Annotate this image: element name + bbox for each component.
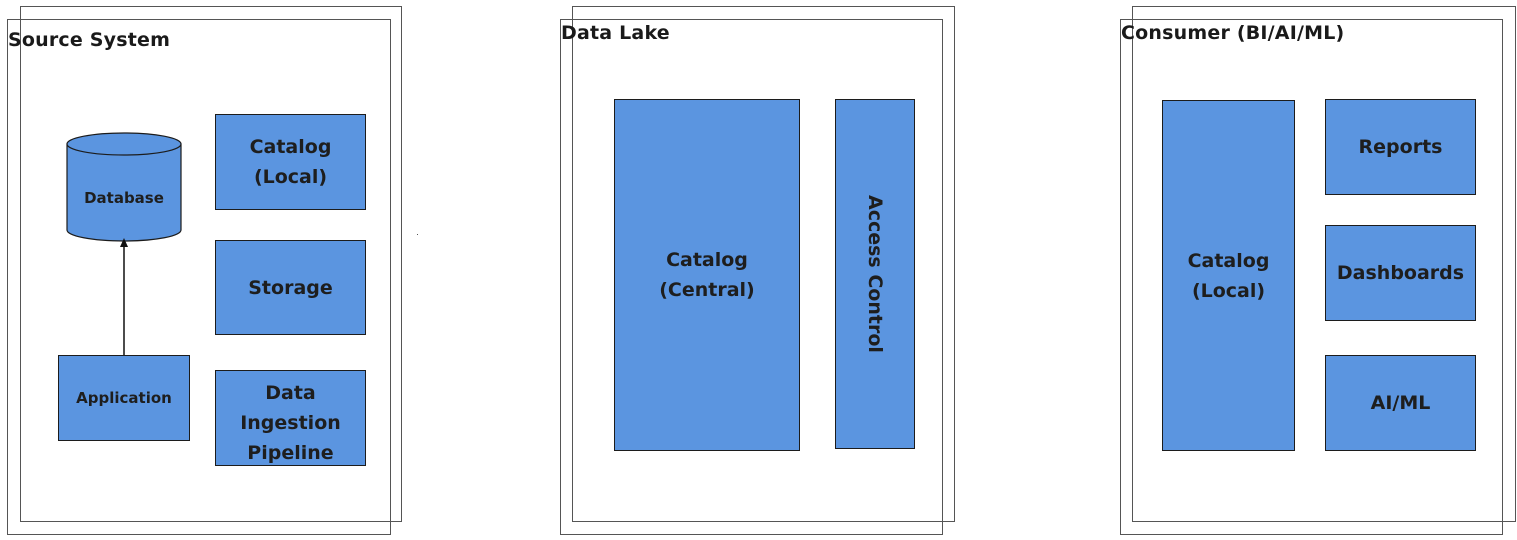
access-control-label: Access Control <box>864 195 886 353</box>
aiml-box: AI/ML <box>1325 355 1476 451</box>
data-lake-title: Data Lake <box>561 22 670 44</box>
reports-label: Reports <box>1358 136 1443 158</box>
application-label: Application <box>76 389 172 407</box>
consumer-title: Consumer (BI/AI/ML) <box>1121 22 1345 44</box>
access-control-box: Access Control <box>835 99 915 449</box>
dashboards-box: Dashboards <box>1325 225 1476 321</box>
consumer-catalog-local-box: Catalog (Local) <box>1162 100 1295 451</box>
data-ingestion-pipeline-label: Data Ingestion Pipeline <box>240 382 341 464</box>
source-system-title: Source System <box>8 29 171 51</box>
consumer-frame-back <box>1132 6 1516 522</box>
data-lake-frame-back <box>572 6 955 522</box>
source-system-frame-back <box>20 6 402 522</box>
stray-dot <box>417 234 418 235</box>
central-catalog-label: Catalog (Central) <box>659 249 755 301</box>
consumer-catalog-local-label: Catalog (Local) <box>1187 249 1270 302</box>
source-catalog-local-label: Catalog (Local) <box>249 136 332 188</box>
consumer-frame <box>1120 19 1503 535</box>
data-lake-frame <box>560 19 943 535</box>
database-label: Database <box>84 189 164 207</box>
application-box: Application <box>58 355 190 441</box>
reports-box: Reports <box>1325 99 1476 195</box>
storage-label: Storage <box>248 276 333 299</box>
source-system-frame <box>7 19 391 535</box>
data-ingestion-pipeline-box: Data Ingestion Pipeline <box>215 370 366 466</box>
source-catalog-local-box: Catalog (Local) <box>215 114 366 210</box>
storage-box: Storage <box>215 240 366 335</box>
central-catalog-box: Catalog (Central) <box>614 99 800 451</box>
aiml-label: AI/ML <box>1370 392 1431 414</box>
application-to-database-arrow <box>120 238 128 356</box>
database-cylinder <box>66 132 182 242</box>
dashboards-label: Dashboards <box>1336 262 1465 284</box>
